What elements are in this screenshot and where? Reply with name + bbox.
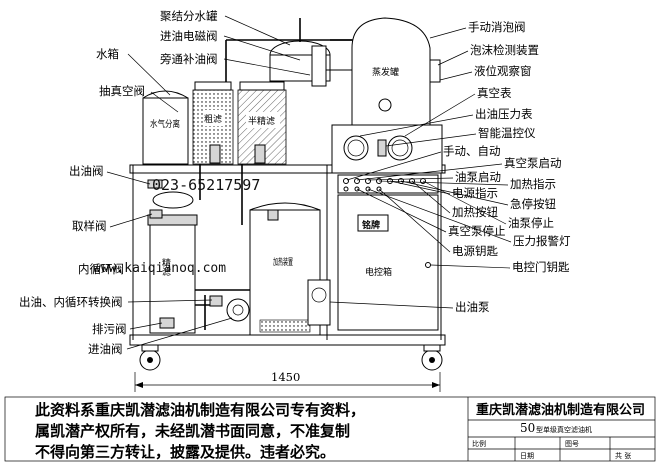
label-heat-button: 加热按钮	[452, 205, 498, 219]
label-oil-pump-start: 油泵启动	[455, 170, 501, 184]
vacuum-gauge	[387, 135, 413, 161]
dimension-line: 1450	[134, 370, 441, 392]
nameplate-label: 铭牌	[362, 219, 380, 231]
title-border	[4, 396, 656, 462]
coarse-filter-label: 粗滤	[204, 113, 222, 125]
label-drain-valve: 排污阀	[92, 322, 127, 336]
right-labels: 手动消泡阀 泡沫检测装置 液位观察窗 真空表 出油压力表 智能温控仪 手动、自动…	[329, 20, 571, 314]
label-power-key: 电源钥匙	[452, 244, 498, 258]
label-control-door-key: 电控门钥匙	[512, 260, 570, 274]
top-labels: 聚结分水罐 进油电磁阀 旁通补油阀	[160, 9, 311, 76]
dimension-value: 1450	[271, 370, 300, 384]
label-vac-pump-start: 真空泵启动	[504, 156, 562, 170]
model-number: 50	[520, 421, 535, 435]
nameplate	[357, 214, 389, 232]
label-level-window: 液位观察窗	[474, 64, 532, 78]
label-vacuum-gauge: 真空表	[477, 86, 512, 100]
label-coalescer-tank: 聚结分水罐	[160, 9, 218, 23]
sampling-vessel	[152, 191, 194, 209]
label-vac-pump-stop: 真空泵停止	[448, 224, 506, 238]
label-oil-pump: 出油泵	[455, 300, 490, 314]
title-cell-sheets: 共 张	[615, 451, 631, 460]
sample-valve	[149, 209, 163, 219]
label-pressure-alarm: 压力报警灯	[513, 234, 571, 248]
label-manual-auto: 手动、自动	[443, 144, 501, 158]
label-sample-valve: 取样阀	[72, 219, 107, 233]
fine-filter-label: 精滤	[160, 257, 171, 277]
title-cell-drawing-no: 图号	[565, 440, 579, 448]
title-cell-scale: 比例	[472, 439, 486, 448]
label-inlet-solenoid: 进油电磁阀	[160, 29, 218, 43]
label-inner-loop-valve: 内循环阀	[78, 262, 124, 276]
website-url: www.kaiqianoq.com	[93, 261, 226, 276]
outlet-pressure-gauge	[343, 135, 369, 161]
oil-pump	[307, 279, 331, 326]
phone-number: 023-65217597	[152, 176, 260, 194]
water-gas-sep-label: 水气分离	[150, 118, 180, 130]
evaporator-label: 蒸发罐	[372, 66, 399, 78]
label-power-indicator: 电源指示	[452, 186, 498, 200]
label-outlet-valve: 出油阀	[69, 164, 104, 178]
label-vacuum-pump: 抽真空阀	[99, 84, 145, 98]
drain-valve	[159, 317, 175, 329]
label-bypass-valve: 旁通补油阀	[160, 52, 218, 66]
semi-fine-filter-label: 半精滤	[248, 115, 275, 127]
evaporator-tank	[351, 17, 431, 126]
frame-base	[129, 334, 446, 346]
notice-line-3: 不得向第三方转让，披露及提供。违者必究。	[35, 443, 335, 461]
product-name: 型单级真空滤油机	[536, 425, 592, 434]
label-water-tank: 水箱	[96, 47, 119, 61]
label-outlet-pressure: 出油压力表	[475, 107, 533, 121]
company-name: 重庆凯潜滤油机制造有限公司	[476, 402, 645, 418]
label-smart-temp: 智能温控仪	[478, 126, 536, 140]
left-labels: 水箱 抽真空阀 出油阀 取样阀 内循环阀 出油、内循环转换阀 排污阀 进油阀	[19, 47, 233, 356]
inlet-pump	[226, 298, 250, 322]
machine-body: 水气分离 粗滤 半精滤 蒸发罐	[129, 17, 446, 371]
label-heat-indicator: 加热指示	[510, 177, 556, 191]
water-gas-separator	[142, 97, 189, 165]
label-estop: 急停按钮	[510, 197, 556, 211]
notice-line-1: 此资料系重庆凯潜滤油机制造有限公司专有资料，	[35, 401, 365, 419]
heating-device-label: 加热装置	[273, 256, 293, 268]
label-outlet-switch-valve: 出油、内循环转换阀	[19, 295, 123, 309]
notice-line-2: 属凯潜产权所有，未经凯潜书面同意，不准复制	[35, 422, 350, 440]
copyright-notice: 此资料系重庆凯潜滤油机制造有限公司专有资料， 属凯潜产权所有，未经凯潜书面同意，…	[35, 401, 365, 461]
label-inlet-valve: 进油阀	[88, 342, 123, 356]
outlet-valve	[147, 179, 163, 189]
outlet-switch-valve	[209, 295, 223, 307]
title-block: 重庆凯潜滤油机制造有限公司 50 型单级真空滤油机 比例 日期 图号 共 张	[467, 397, 655, 461]
fine-filter	[149, 224, 196, 334]
frame-top-rail	[129, 164, 446, 174]
control-box-label: 电控箱	[365, 266, 392, 278]
label-oil-pump-stop: 油泵停止	[508, 216, 554, 230]
label-manual-defoam: 手动消泡阀	[468, 20, 526, 34]
title-cell-date: 日期	[520, 452, 534, 460]
control-door-key	[425, 262, 431, 268]
label-foam-detector: 泡沫检测装置	[470, 43, 539, 57]
